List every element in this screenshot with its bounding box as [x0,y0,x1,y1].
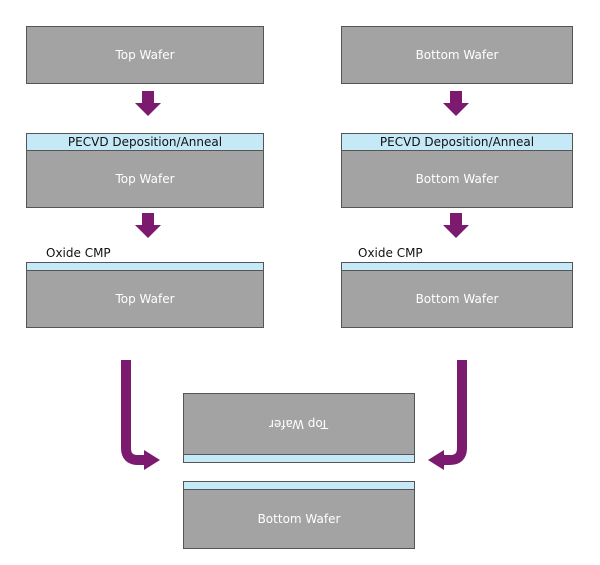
bottom-wafer-initial-label: Bottom Wafer [415,48,499,62]
right-pecvd-label: PECVD Deposition/Anneal [379,135,535,149]
right-oxide-cmp-label: Oxide CMP [358,246,423,260]
left-oxide-cmp-label: Oxide CMP [46,246,111,260]
down-arrow-icon [443,213,469,238]
top-wafer-after-pecvd-label: Top Wafer [115,172,175,186]
down-arrow-icon [135,213,161,238]
top-wafer-after-pecvd: Top Wafer [26,150,264,208]
top-wafer-after-cmp-label: Top Wafer [115,292,175,306]
bottom-wafer-bonded: Bottom Wafer [183,489,415,549]
bottom-wafer-after-pecvd-label: Bottom Wafer [415,172,499,186]
down-arrow-icon [443,91,469,116]
right-pecvd-oxide-layer: PECVD Deposition/Anneal [341,133,573,151]
left-pecvd-label: PECVD Deposition/Anneal [67,135,223,149]
left-bend-arrow-icon [121,360,160,470]
bottom-wafer-initial: Bottom Wafer [341,26,573,84]
top-wafer-flipped-oxide-layer [183,454,415,463]
top-wafer-after-cmp: Top Wafer [26,270,264,328]
bottom-wafer-after-cmp: Bottom Wafer [341,270,573,328]
bottom-wafer-after-cmp-label: Bottom Wafer [415,292,499,306]
bottom-wafer-after-pecvd: Bottom Wafer [341,150,573,208]
down-arrow-icon [135,91,161,116]
top-wafer-initial-label: Top Wafer [115,48,175,62]
bottom-wafer-bonded-label: Bottom Wafer [257,512,341,526]
top-wafer-flipped: Top Wafer [183,393,415,455]
right-bend-arrow-icon [428,360,467,470]
top-wafer-initial: Top Wafer [26,26,264,84]
